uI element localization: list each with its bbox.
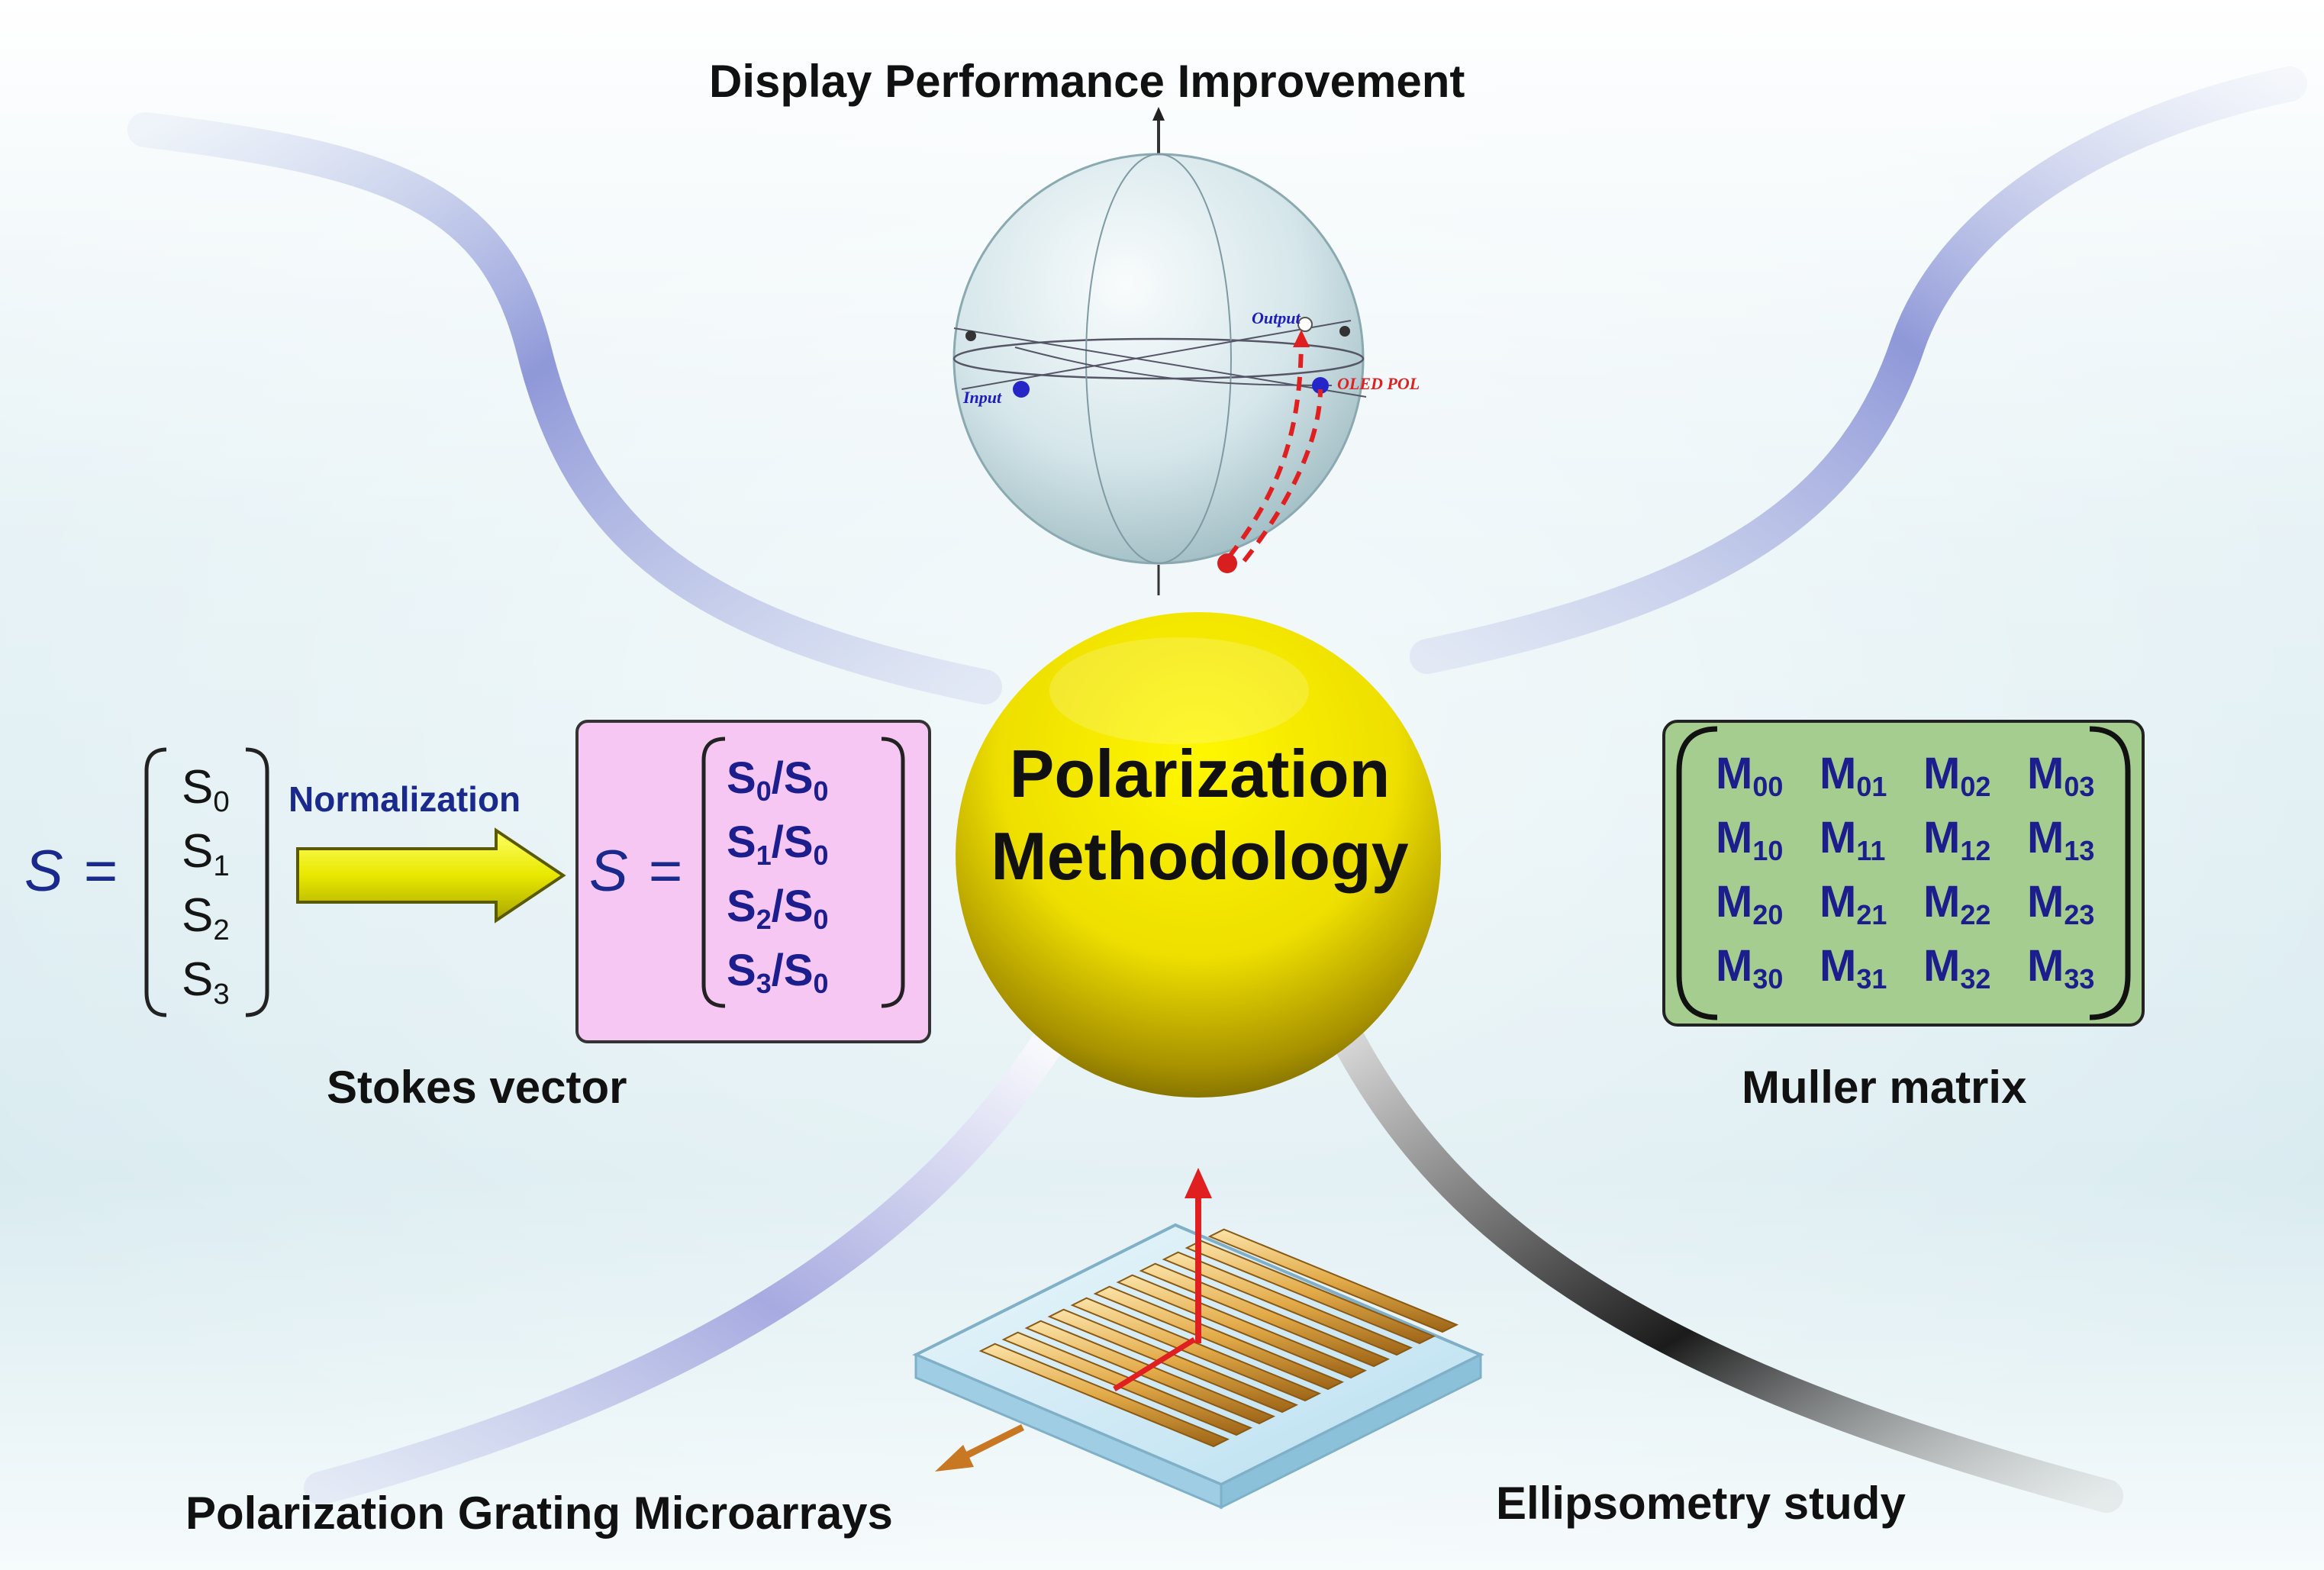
muller-cell: M11 [1820, 813, 1886, 867]
normalized-right-bracket [881, 737, 905, 1008]
muller-matrix-box [1662, 720, 2145, 1027]
oled-pol-point [1312, 377, 1329, 394]
swoosh-upper-left [127, 112, 1002, 704]
center-sphere [956, 612, 1441, 1098]
stokes-right-bracket [245, 747, 269, 1017]
stokes-equals: = [83, 839, 118, 904]
swoosh-upper-right [1410, 66, 2307, 674]
muller-cell: M31 [1820, 941, 1887, 995]
muller-cell: M33 [2027, 941, 2095, 995]
grating-ridge [1024, 1320, 1276, 1425]
grating-ridge [1047, 1308, 1299, 1414]
normalization-arrow [296, 827, 566, 924]
stokes-component: S2 [182, 889, 230, 946]
sphere-label-oled-pol: OLED POL [1337, 374, 1420, 393]
normalized-component: S3/S0 [727, 946, 829, 1000]
grating-ridge [1207, 1228, 1459, 1333]
red-path-1 [1226, 335, 1304, 559]
stokes-component: S3 [182, 953, 230, 1011]
muller-row: M10 M11 M12 M13 [1716, 806, 2111, 870]
grating-ridge [978, 1343, 1230, 1448]
muller-cell: M13 [2027, 813, 2095, 867]
orange-arrow-shaft [959, 1423, 1025, 1462]
stokes-symbol: S = [24, 838, 118, 904]
grating-ridge [1070, 1297, 1322, 1402]
muller-cell: M20 [1716, 877, 1784, 931]
grating-ridge [1139, 1262, 1391, 1368]
orange-arrow-head [935, 1445, 974, 1472]
label-stokes-vector: Stokes vector [327, 1062, 627, 1113]
stokes-component: S0 [182, 761, 230, 818]
muller-cell: M00 [1716, 749, 1784, 803]
label-normalization: Normalization [288, 779, 521, 819]
grating-ridge [1093, 1285, 1345, 1391]
swoosh-lower-right [1326, 1014, 2123, 1513]
label-display-performance: Display Performance Improvement [709, 56, 1465, 107]
grating-ridges [978, 1228, 1459, 1448]
sphere-label-input: Input [963, 388, 1002, 407]
muller-cell: M10 [1716, 813, 1784, 867]
center-title: Polarization Methodology [963, 733, 1436, 898]
center-title-line-1: Polarization [1009, 736, 1391, 811]
sphere-label-output: Output [1252, 308, 1301, 327]
muller-row: M20 M21 M22 M23 [1716, 870, 2111, 934]
stokes-left-bracket [144, 747, 167, 1017]
normalized-component: S1/S0 [727, 817, 829, 872]
muller-cell: M21 [1820, 877, 1887, 931]
red-path-2 [1242, 388, 1323, 563]
input-point [1013, 381, 1030, 398]
grating-illustration [912, 1168, 1484, 1510]
red-start-point [1217, 553, 1237, 573]
muller-left-bracket [1676, 726, 1718, 1020]
muller-cell: M01 [1820, 749, 1887, 803]
grating-ridge [1162, 1251, 1413, 1356]
muller-cell: M03 [2027, 749, 2095, 803]
normalized-vector-box [575, 720, 931, 1043]
muller-right-bracket [2089, 726, 2131, 1020]
muller-cell: M23 [2027, 877, 2095, 931]
muller-cell: M02 [1923, 749, 1991, 803]
center-title-line-2: Methodology [991, 818, 1409, 894]
stokes-components: S0 S1 S2 S3 [182, 756, 230, 1012]
normalized-left-bracket [701, 737, 726, 1008]
stokes-component: S1 [182, 825, 230, 882]
muller-cell: M12 [1923, 813, 1991, 867]
label-grating-microarrays: Polarization Grating Microarrays [185, 1488, 893, 1539]
normalized-symbol: S = [589, 838, 682, 904]
normalized-component: S0/S0 [727, 753, 829, 808]
muller-cell: M22 [1923, 877, 1991, 931]
normalized-component: S2/S0 [727, 882, 829, 936]
sphere-meridian [1085, 153, 1232, 564]
muller-matrix-grid: M00 M01 M02 M03 M10 M11 M12 M13 M20 M21 … [1716, 742, 2111, 998]
label-ellipsometry-study: Ellipsometry study [1496, 1478, 1906, 1529]
swoosh-lower-left [304, 1006, 1078, 1505]
label-muller-matrix: Muller matrix [1742, 1062, 2027, 1113]
muller-cell: M32 [1923, 941, 1991, 995]
muller-cell: M30 [1716, 941, 1784, 995]
normalized-components: S0/S0 S1/S0 S2/S0 S3/S0 [727, 746, 829, 1003]
grating-ridge [1116, 1274, 1368, 1379]
output-point [1297, 317, 1313, 332]
stokes-symbol-letter: S [24, 839, 63, 904]
normalized-symbol-letter: S [589, 839, 628, 904]
muller-row: M30 M31 M32 M33 [1716, 934, 2111, 998]
normalized-equals: = [648, 839, 683, 904]
muller-row: M00 M01 M02 M03 [1716, 742, 2111, 806]
sphere-equator [952, 337, 1365, 380]
red-axis-diagonal [1113, 1337, 1196, 1391]
poincare-sphere [952, 107, 1367, 595]
